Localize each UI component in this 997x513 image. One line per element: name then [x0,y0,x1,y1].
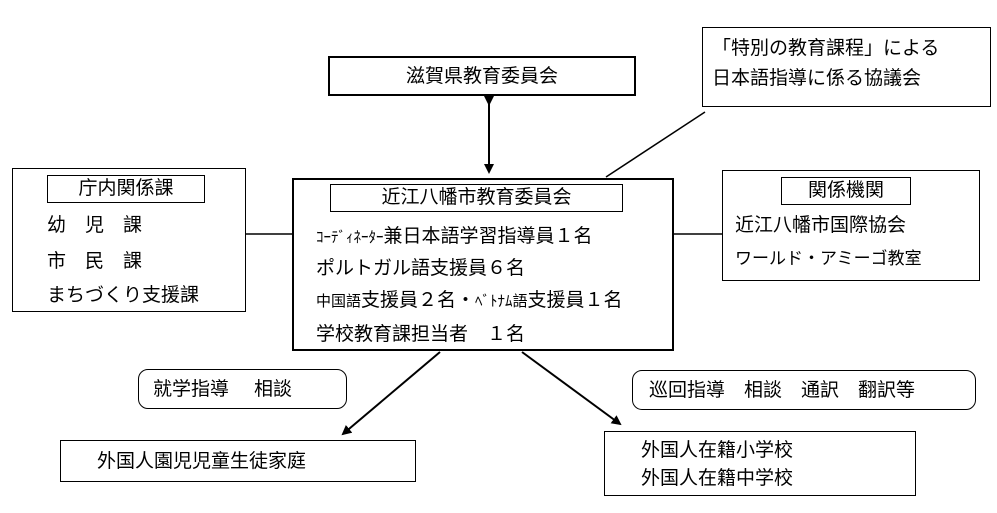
visiting-guidance-label-box: 巡回指導 相談 通訳 翻訳等 [632,370,976,410]
foreign-elementary-label: 外国人在籍小学校 [641,439,794,461]
families-arrow [341,351,441,436]
agency-world-amigo: ワールド・アミーゴ教室 [735,249,922,269]
related-agencies-header: 関係機関 [781,177,911,205]
staff-line-portuguese: ポルトガル語支援員６名 [316,257,526,279]
council-line1: 「特別の教育課程」による [712,37,940,59]
prefecture-board-box: 滋賀県教育委員会 [328,56,636,96]
foreign-families-label: 外国人園児児童生徒家庭 [97,450,307,472]
internal-departments-box: 庁内関係課 幼 児 課 市 民 課 まちづくり支援課 [12,168,246,312]
vietnamese-staff: 支援員１名 [527,289,623,311]
internal-departments-header: 庁内関係課 [47,175,205,203]
agency-international-association: 近江八幡市国際協会 [735,214,907,236]
council-box: 「特別の教育課程」による 日本語指導に係る協議会 [702,27,991,107]
staff-line-school-education: 学校教育課担当者 １名 [316,323,526,345]
coordinator-rest: 兼日本語学習指導員１名 [383,225,593,247]
city-board-box: 近江八幡市教育委員会 ｺｰﾃﾞｨﾈｰﾀｰ兼日本語学習指導員１名 ポルトガル語支援… [292,178,674,351]
enrollment-guidance-label: 就学指導 相談 [153,378,293,400]
council-connector [605,111,706,178]
dept-item-town-planning: まちづくり支援課 [47,284,200,306]
foreign-schools-box: 外国人在籍小学校 外国人在籍中学校 [604,431,916,496]
coordinator-label: ｺｰﾃﾞｨﾈｰﾀｰ [316,228,384,246]
staff-line-chinese-vietnamese: 中国語支援員２名・ﾍﾞﾄﾅﾑ語支援員１名 [316,288,623,313]
dept-item-citizen: 市 民 課 [47,250,143,272]
vietnamese-label: ﾍﾞﾄﾅﾑ語 [475,292,528,310]
schools-arrow [521,351,622,426]
chinese-staff: 支援員２名・ [361,289,476,311]
council-line2: 日本語指導に係る協議会 [712,67,922,89]
chinese-label: 中国語 [316,292,362,310]
prefecture-board-label: 滋賀県教育委員会 [405,65,558,87]
visiting-guidance-label: 巡回指導 相談 通訳 翻訳等 [649,379,916,401]
enrollment-guidance-label-box: 就学指導 相談 [138,369,347,409]
related-agencies-box: 関係機関 近江八幡市国際協会 ワールド・アミーゴ教室 [722,170,980,281]
city-board-header: 近江八幡市教育委員会 [330,184,623,212]
foreign-junior-high-label: 外国人在籍中学校 [641,467,794,489]
staff-line-coordinator: ｺｰﾃﾞｨﾈｰﾀｰ兼日本語学習指導員１名 [316,224,593,249]
foreign-families-box: 外国人園児児童生徒家庭 [60,440,416,482]
dept-item-kindergarten: 幼 児 課 [47,214,143,236]
